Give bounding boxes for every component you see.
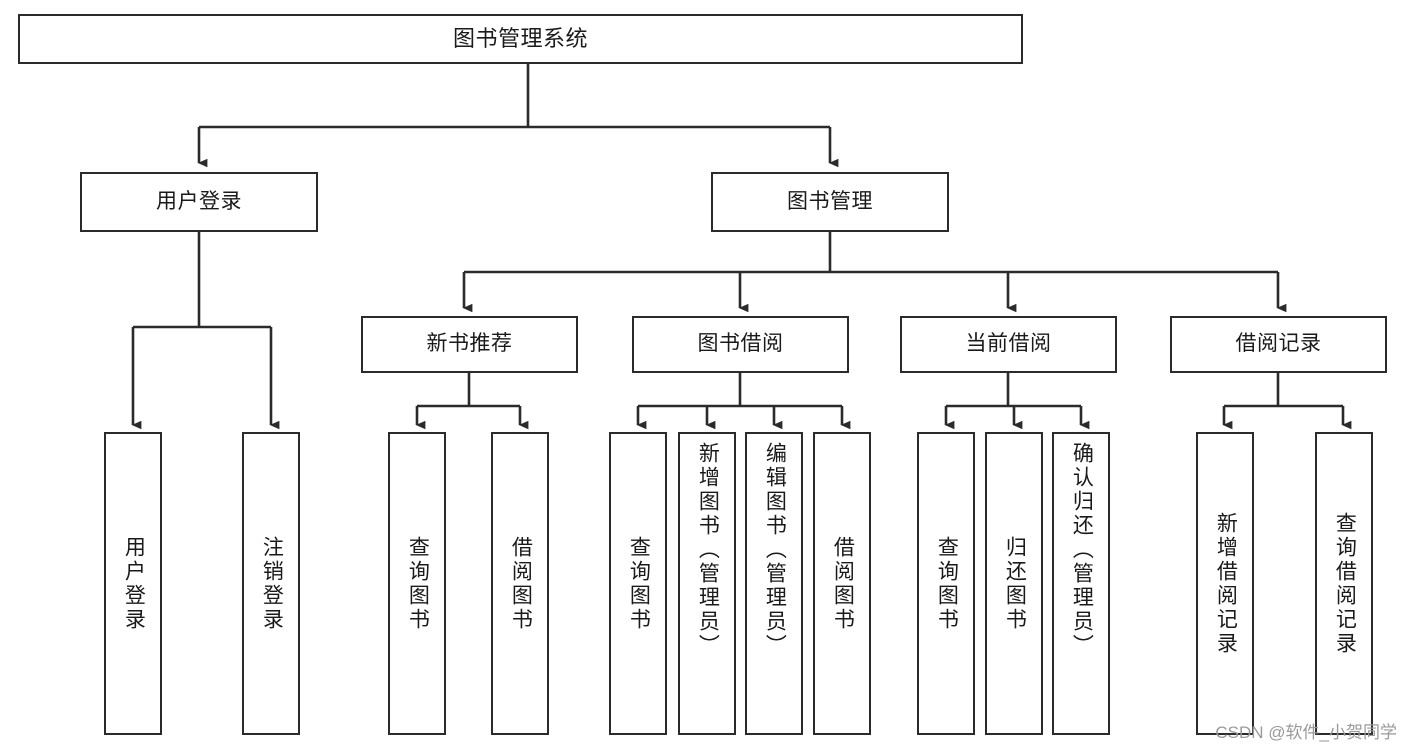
- node-label: 图书管理系统: [452, 26, 588, 52]
- node-leaf-query-borrow-record[interactable]: 查询借阅记录: [1315, 432, 1373, 735]
- node-leaf-add-borrow-record[interactable]: 新增借阅记录: [1196, 432, 1254, 735]
- node-label: 确认归还（管理员）: [1070, 442, 1094, 658]
- node-leaf-query-book-recommend[interactable]: 查询图书: [388, 432, 446, 735]
- node-leaf-borrow-book-borrow[interactable]: 借阅图书: [813, 432, 871, 735]
- node-leaf-confirm-return[interactable]: 确认归还（管理员）: [1052, 432, 1110, 735]
- node-label: 用户登录: [156, 189, 242, 213]
- node-label: 图书借阅: [697, 332, 784, 356]
- node-label: 查询图书: [935, 535, 959, 632]
- node-label: 图书管理: [787, 189, 873, 213]
- node-book-manage[interactable]: 图书管理: [711, 172, 949, 232]
- node-user-login[interactable]: 用户登录: [80, 172, 318, 232]
- watermark-text: CSDN @软件_小贺同学: [1215, 723, 1397, 742]
- node-current-borrow[interactable]: 当前借阅: [900, 316, 1117, 373]
- node-label: 编辑图书（管理员）: [763, 442, 787, 658]
- node-label: 归还图书: [1003, 535, 1027, 632]
- node-leaf-query-book-borrow[interactable]: 查询图书: [609, 432, 667, 735]
- node-leaf-borrow-book-recommend[interactable]: 借阅图书: [491, 432, 549, 735]
- node-label: 新书推荐: [426, 332, 513, 356]
- node-leaf-query-book-current[interactable]: 查询图书: [917, 432, 975, 735]
- node-label: 借阅记录: [1235, 332, 1322, 356]
- node-label: 新增图书（管理员）: [696, 442, 720, 658]
- node-label: 借阅图书: [831, 535, 855, 632]
- node-label: 当前借阅: [965, 332, 1052, 356]
- node-label: 新增借阅记录: [1214, 511, 1238, 656]
- node-label: 查询图书: [627, 535, 651, 632]
- node-borrow-record[interactable]: 借阅记录: [1170, 316, 1387, 373]
- node-label: 借阅图书: [509, 535, 533, 632]
- node-label: 查询图书: [406, 535, 430, 632]
- node-label: 注销登录: [260, 535, 284, 632]
- node-book-management-system[interactable]: 图书管理系统: [18, 14, 1023, 64]
- node-new-book-recommend[interactable]: 新书推荐: [361, 316, 578, 373]
- node-leaf-user-login[interactable]: 用户登录: [104, 432, 162, 735]
- node-leaf-return-book[interactable]: 归还图书: [985, 432, 1043, 735]
- node-book-borrow[interactable]: 图书借阅: [632, 316, 849, 373]
- node-label: 查询借阅记录: [1333, 511, 1357, 656]
- node-leaf-logout-login[interactable]: 注销登录: [242, 432, 300, 735]
- node-label: 用户登录: [122, 535, 146, 632]
- node-leaf-add-book[interactable]: 新增图书（管理员）: [678, 432, 736, 735]
- node-leaf-edit-book[interactable]: 编辑图书（管理员）: [745, 432, 803, 735]
